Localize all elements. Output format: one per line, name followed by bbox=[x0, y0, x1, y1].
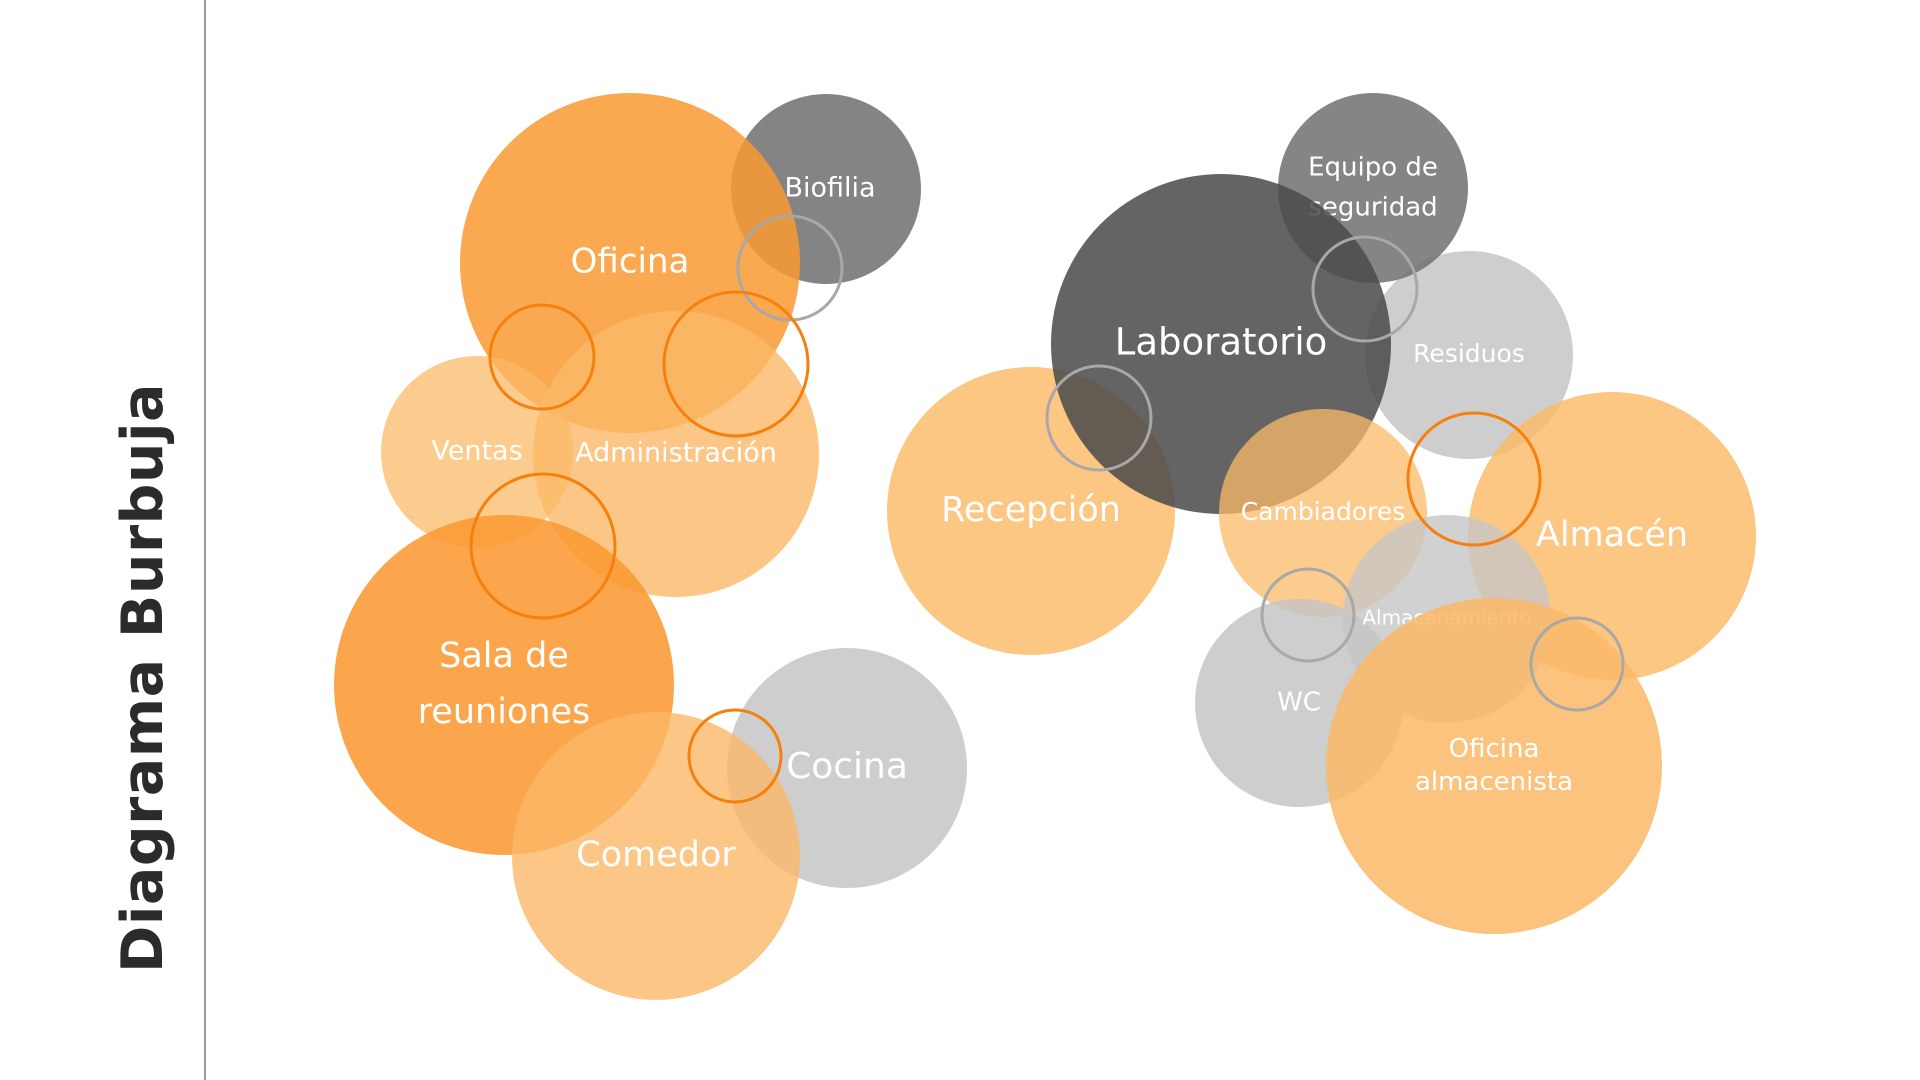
bubble-label-laboratorio: Laboratorio bbox=[1115, 321, 1328, 364]
bubble-comedor: Comedor bbox=[512, 712, 800, 1000]
bubble-label-cambiadores: Cambiadores bbox=[1241, 497, 1406, 526]
bubble-label-cocina: Cocina bbox=[786, 746, 908, 787]
bubble-circle-administracion bbox=[533, 311, 819, 597]
connector-ring-oficina-biofilia bbox=[736, 214, 844, 322]
bubble-label-administracion: Administración bbox=[575, 438, 777, 469]
connector-ring-recepcion-laboratorio bbox=[1045, 364, 1153, 472]
bubble-circle-residuos bbox=[1365, 251, 1573, 459]
bubble-circle-ventas bbox=[381, 356, 573, 548]
bubble-circle-comedor bbox=[512, 712, 800, 1000]
connector-ring-cambiadores-wc bbox=[1260, 567, 1356, 663]
bubble-label-residuos: Residuos bbox=[1413, 339, 1525, 368]
bubble-label-equipo-de-seguridad: Equipo de bbox=[1308, 153, 1438, 183]
bubble-label-wc: WC bbox=[1277, 688, 1321, 718]
connector-ring-almacen-almacenamiento bbox=[1529, 616, 1625, 712]
connector-ring-comedor-cocina bbox=[687, 708, 783, 804]
connector-ring-oficina-ventas bbox=[488, 303, 596, 411]
bubble-label-comedor: Comedor bbox=[576, 835, 736, 875]
bubble-administracion: Administración bbox=[533, 311, 819, 597]
connector-ring-ventas-sala bbox=[469, 472, 617, 620]
bubble-ventas: Ventas bbox=[381, 356, 573, 548]
bubble-circle-oficina-almacenista bbox=[1326, 598, 1662, 934]
bubble-label-sala-de-reuniones: Sala de bbox=[439, 636, 569, 676]
bubble-label-oficina-almacenista: almacenista bbox=[1415, 767, 1573, 797]
bubble-label-almacen: Almacén bbox=[1536, 515, 1688, 555]
connector-ring-oficina-administracion bbox=[662, 290, 810, 438]
bubble-label-recepcion: Recepción bbox=[941, 490, 1121, 530]
bubble-label-ventas: Ventas bbox=[431, 436, 522, 467]
bubble-label-sala-de-reuniones: reuniones bbox=[418, 692, 591, 732]
connector-ring-residuos-almacen bbox=[1406, 411, 1542, 547]
vertical-divider bbox=[204, 0, 206, 1080]
connector-ring-laboratorio-equipo bbox=[1311, 235, 1419, 343]
bubble-residuos: Residuos bbox=[1365, 251, 1573, 459]
bubble-label-oficina: Oficina bbox=[571, 242, 690, 282]
bubble-label-biofilia: Biofilia bbox=[784, 173, 875, 204]
bubble-label-oficina-almacenista: Oficina bbox=[1449, 734, 1540, 764]
